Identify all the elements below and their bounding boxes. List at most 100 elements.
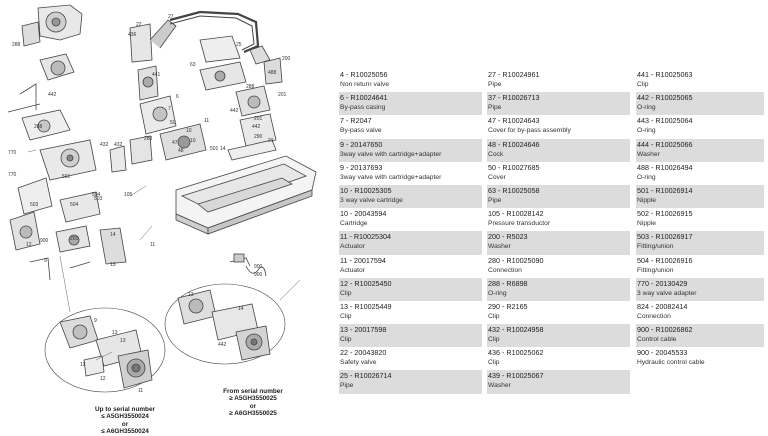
callout-label: 12 xyxy=(80,362,86,368)
part-number: 4 - R10025056 xyxy=(340,70,388,79)
part-description: Connection xyxy=(488,266,522,274)
part-description: Fitting/union xyxy=(637,243,674,251)
caption-line: ≥ A5GH3550025 xyxy=(229,395,277,403)
callout-label: 14 xyxy=(238,306,244,312)
callout-label: 13 xyxy=(110,262,116,268)
callout-label: 13 xyxy=(120,338,126,344)
part-description: Pipe xyxy=(488,196,502,204)
part-number: 900 - R10026862 xyxy=(637,325,693,335)
part-number: 12 - R10025450 xyxy=(340,278,392,288)
part-number: 501 - R10026914 xyxy=(637,185,693,195)
part-number: 488 - R10026494 xyxy=(637,162,693,172)
callout-label: 288 xyxy=(34,124,43,130)
part-number: 770 - 20130429 xyxy=(637,278,688,288)
callout-label: 7 xyxy=(168,106,171,112)
part-description: Fitting/union xyxy=(637,266,674,274)
callout-label: 27 xyxy=(168,14,174,20)
part-description: Nipple xyxy=(637,196,656,204)
part-number: 27 - R10024961 xyxy=(488,70,540,79)
part-description: Cover for by-pass assembly xyxy=(488,127,571,135)
part-description: Clip xyxy=(340,336,352,344)
caption-line: or xyxy=(249,402,257,410)
callout-label: 13 xyxy=(188,292,194,298)
part-number: 442 - R10025065 xyxy=(637,93,693,103)
part-description: Safety valve xyxy=(340,359,377,367)
callout-label: 201 xyxy=(278,92,287,98)
part-number: 50 - R10027685 xyxy=(488,162,540,172)
callout-label: 290 xyxy=(254,134,263,140)
callout-label: 12 xyxy=(100,376,106,382)
callout-label: 14 xyxy=(110,232,116,238)
part-description: Cover xyxy=(488,173,506,181)
callout-label: 9 xyxy=(44,258,47,264)
callout-label: 442 xyxy=(218,342,227,348)
part-description: Clip xyxy=(637,81,649,88)
callout-label: 504 xyxy=(92,192,101,198)
callout-label: 504 xyxy=(70,202,79,208)
part-number: 441 - R10025063 xyxy=(637,70,693,79)
part-number: 288 - R6898 xyxy=(488,278,528,288)
part-number: 824 - 20082414 xyxy=(637,301,688,311)
callout-label: 63 xyxy=(190,62,196,68)
part-number: 200 - R5023 xyxy=(488,232,528,242)
callout-label: 25 xyxy=(236,42,242,48)
part-number: 503 - R10026917 xyxy=(637,232,693,242)
part-description: By-pass casing xyxy=(340,104,386,112)
part-number: 13 - 20017598 xyxy=(340,325,387,335)
caption-line: or xyxy=(121,420,129,428)
part-number: 504 - R10026916 xyxy=(637,255,693,265)
part-description: Clip xyxy=(488,312,500,320)
callout-label: 770 xyxy=(8,150,17,156)
part-number: 22 - 20043820 xyxy=(340,348,387,358)
part-description: Non return valve xyxy=(340,81,390,88)
callout-label: 900 xyxy=(40,238,49,244)
part-description: O-ring xyxy=(637,127,656,135)
part-description: Control cable xyxy=(637,336,677,344)
part-number: 7 - R2047 xyxy=(340,116,372,126)
callout-label: 48 xyxy=(178,148,184,154)
part-description: Pipe xyxy=(488,104,502,112)
callout-label: 21 xyxy=(268,138,274,144)
part-number: 47 - R10024643 xyxy=(488,116,540,126)
part-description: Washer xyxy=(637,150,660,158)
callout-label: 11 xyxy=(138,388,143,394)
part-description: Clip xyxy=(340,312,352,320)
diagram-drawing xyxy=(7,4,317,393)
part-description: Actuator xyxy=(340,243,365,251)
callout-label: 441 xyxy=(152,72,161,78)
caption-line: Up to serial number xyxy=(94,406,155,413)
caption-line: From serial number xyxy=(223,388,283,395)
callout-label: 442 xyxy=(48,92,57,98)
callout-label: 11 xyxy=(204,118,209,124)
callout-label: 288 xyxy=(144,136,153,142)
callout-label: 503 xyxy=(30,202,39,208)
part-description: Washer xyxy=(488,382,511,390)
part-number: 280 - R10025090 xyxy=(488,255,544,265)
callout-label: 900 xyxy=(254,272,263,278)
part-number: 11 - 20017594 xyxy=(340,255,386,265)
callout-label: 22 xyxy=(136,22,142,28)
callout-label: 900 xyxy=(254,264,263,270)
callout-label: 200 xyxy=(282,56,291,62)
callout-label: 288 xyxy=(12,42,21,48)
